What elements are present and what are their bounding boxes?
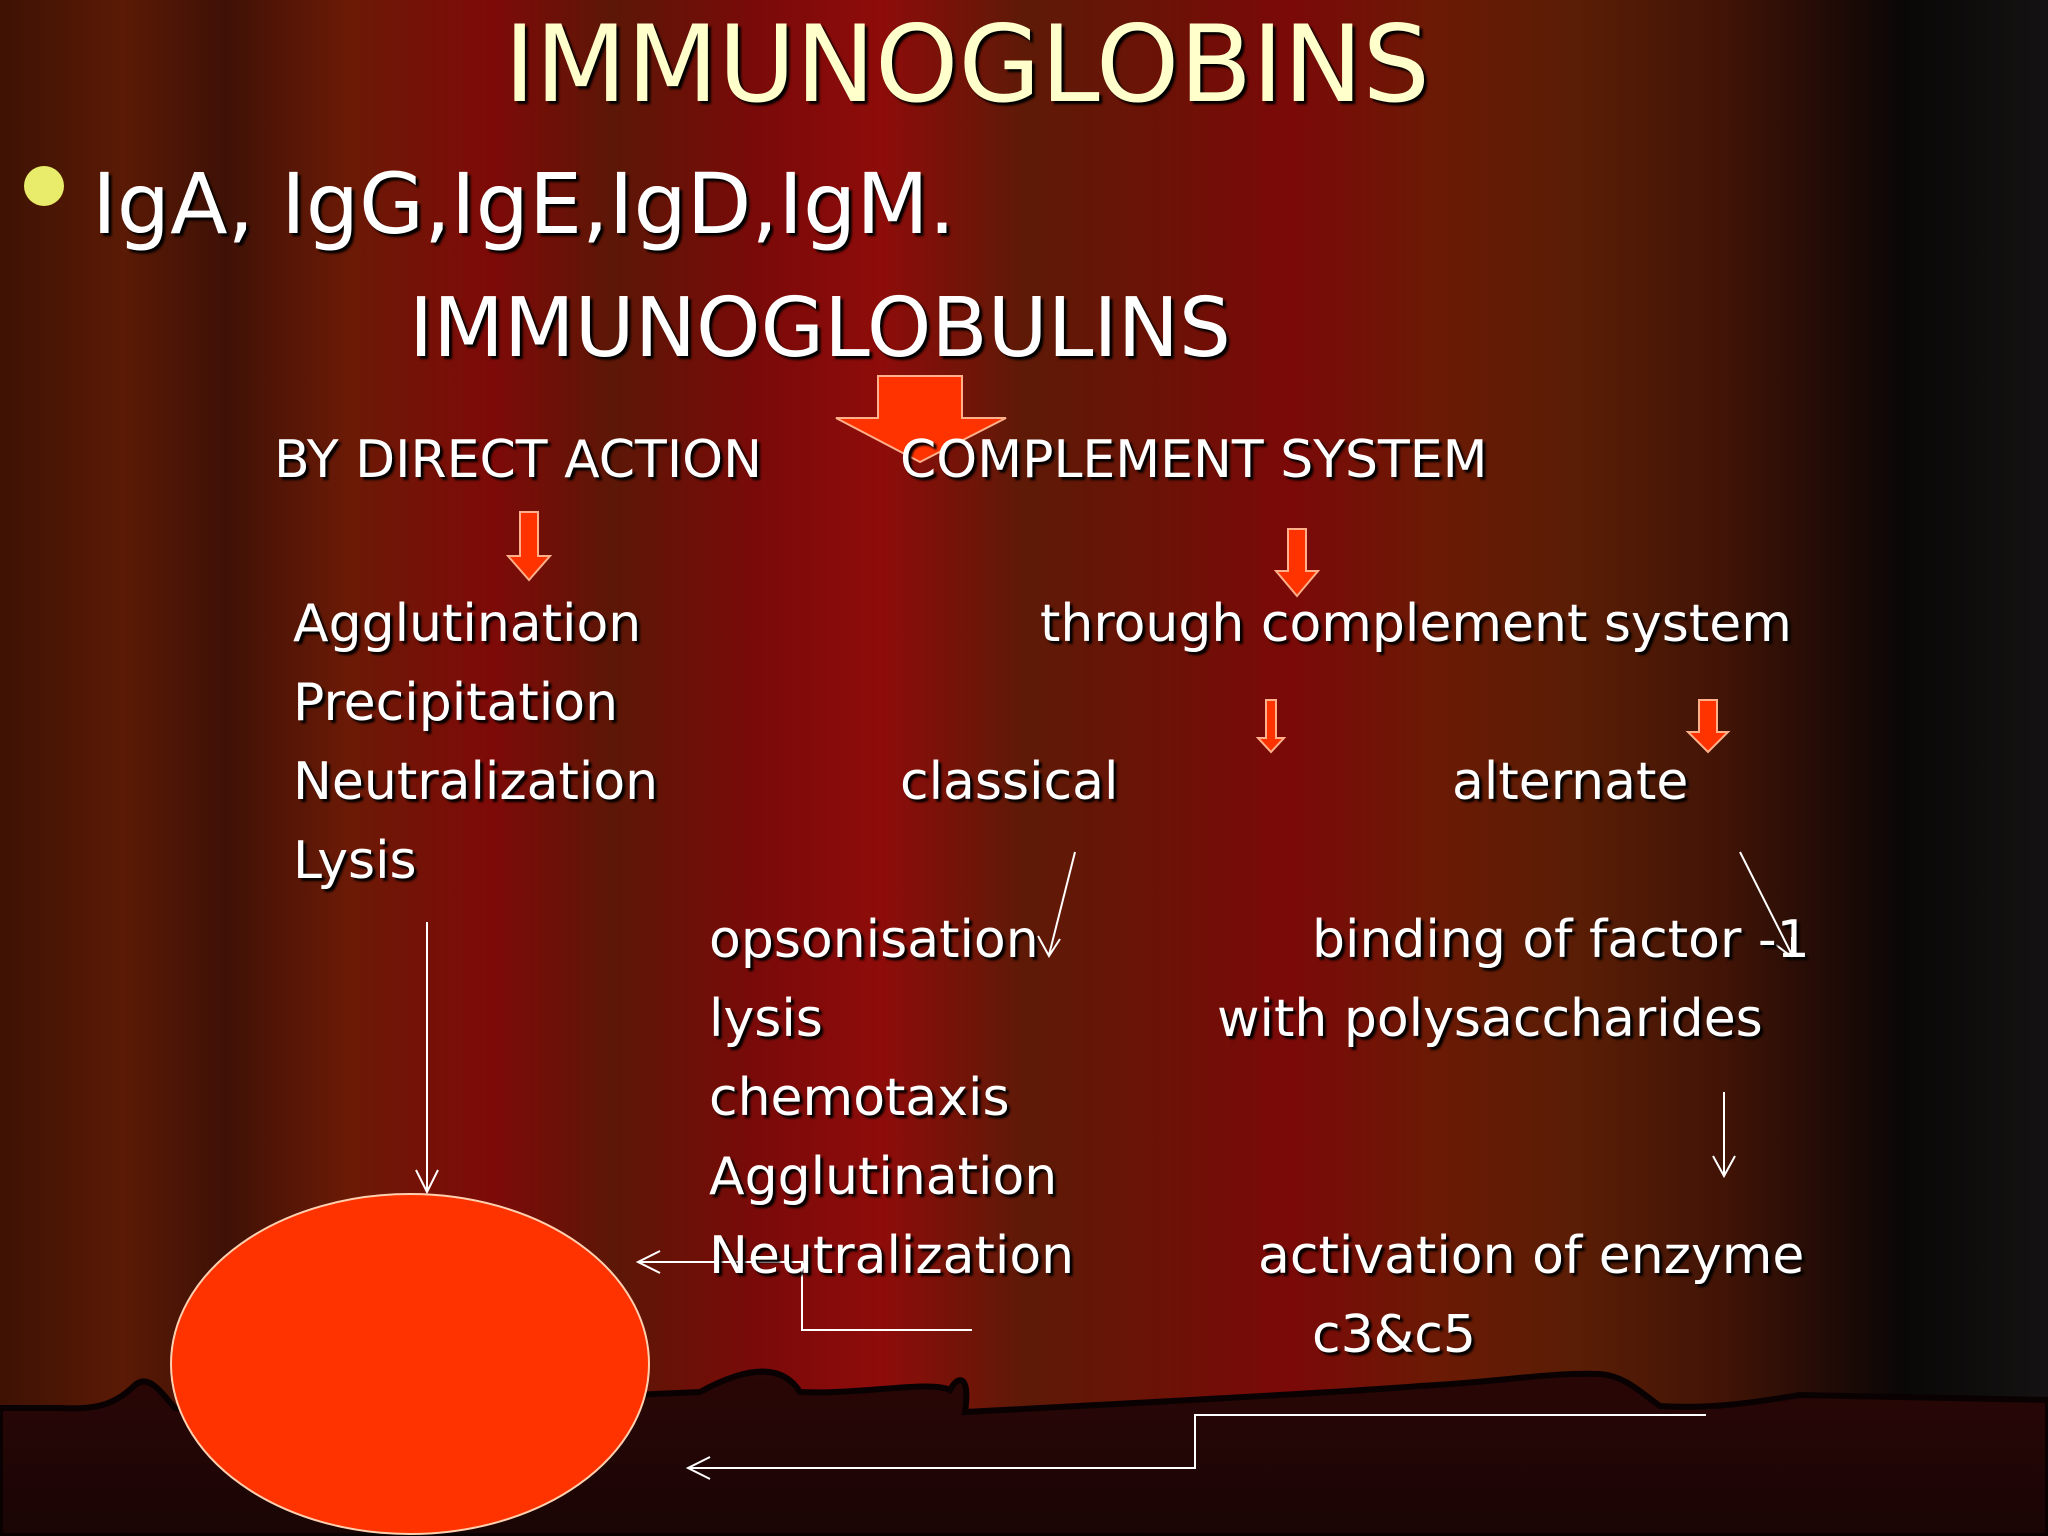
- connector-classical: [1048, 851, 1076, 956]
- alternate-step-1: binding of factor -1: [1312, 910, 1810, 970]
- target-cell: [170, 1193, 650, 1535]
- classical-effect-5: Neutralization: [709, 1226, 1075, 1286]
- through-complement-label: through complement system: [1040, 594, 1792, 654]
- branch-complement-system: COMPLEMENT SYSTEM: [900, 430, 1488, 490]
- alternate-step-3: activation of enzyme: [1258, 1226, 1805, 1286]
- arrow-complement: [1273, 528, 1321, 598]
- classical-pathway-label: classical: [900, 752, 1119, 812]
- bullet-dot-icon: [24, 166, 64, 206]
- classical-effect-3: chemotaxis: [709, 1068, 1010, 1128]
- direct-action-3: Neutralization: [293, 752, 659, 812]
- immunoglobulin-classes: IgA, IgG,IgE,IgD,IgM.: [92, 155, 956, 253]
- arrow-alternate: [1685, 699, 1731, 754]
- classical-effect-2: lysis: [709, 989, 823, 1049]
- connector-alternate: [1739, 851, 1793, 956]
- branch-direct-action: BY DIRECT ACTION: [274, 430, 762, 490]
- alternate-step-2: with polysaccharides: [1217, 989, 1763, 1049]
- arrow-classical: [1255, 699, 1287, 754]
- connector-activation-to-cell: [688, 1414, 1706, 1469]
- direct-action-4: Lysis: [293, 831, 417, 891]
- classical-effect-1: opsonisation: [709, 910, 1039, 970]
- alternate-step-4: c3&c5: [1312, 1305, 1476, 1365]
- diagram-heading: IMMUNOGLOBULINS: [409, 281, 1231, 376]
- direct-action-1: Agglutination: [293, 594, 642, 654]
- alternate-pathway-label: alternate: [1452, 752, 1689, 812]
- direct-action-2: Precipitation: [293, 673, 619, 733]
- slide-title: IMMUNOGLOBINS: [504, 3, 1430, 126]
- arrow-direct: [505, 511, 553, 582]
- connector-classical-to-cell: [638, 1261, 972, 1331]
- main-down-arrow: [835, 375, 1007, 464]
- classical-effect-4: Agglutination: [709, 1147, 1058, 1207]
